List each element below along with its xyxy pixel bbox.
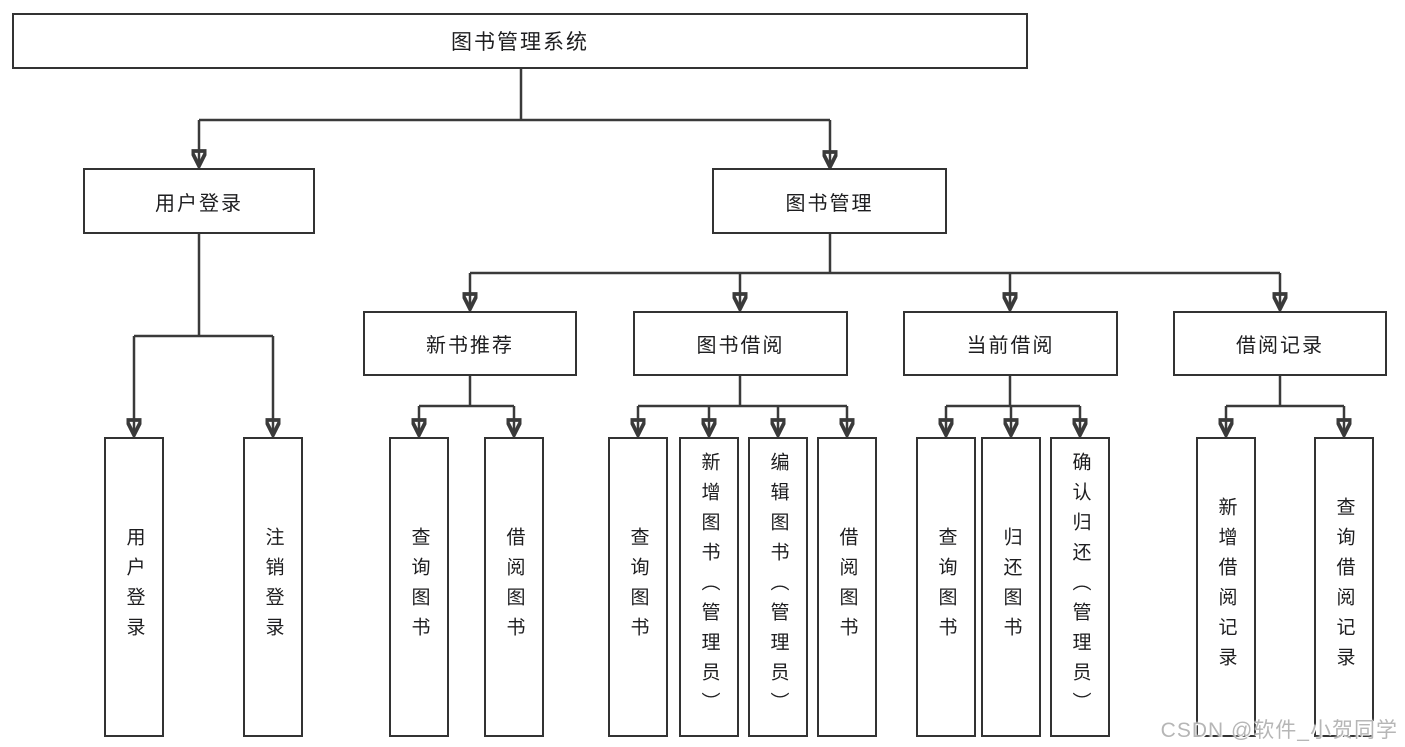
node-current-borrow-label: 当前借阅 bbox=[966, 335, 1055, 357]
node-book-management-label: 图书管理 bbox=[785, 192, 874, 215]
node-user-login-label: 用户登录 bbox=[155, 192, 243, 215]
leaf-user-login: 用户登录 bbox=[104, 437, 164, 737]
leaf-current-return-books-label: 归还图书 bbox=[1000, 527, 1022, 647]
leaf-borrow-edit-books-admin-label: 编辑图书（管理员） bbox=[767, 452, 789, 722]
leaf-current-query-books: 查询图书 bbox=[916, 437, 976, 737]
node-borrow-records-label: 借阅记录 bbox=[1236, 335, 1324, 357]
node-book-management: 图书管理 bbox=[712, 168, 947, 234]
node-book-borrow: 图书借阅 bbox=[633, 311, 848, 376]
csdn-watermark: CSDN @软件_小贺同学 bbox=[1160, 719, 1398, 742]
leaf-borrow-edit-books-admin: 编辑图书（管理员） bbox=[748, 437, 808, 737]
leaf-records-add-record: 新增借阅记录 bbox=[1196, 437, 1256, 737]
leaf-records-query-record: 查询借阅记录 bbox=[1314, 437, 1374, 737]
leaf-current-query-books-label: 查询图书 bbox=[935, 527, 957, 647]
leaf-logout-label: 注销登录 bbox=[262, 527, 284, 647]
leaf-recommend-borrow-books-label: 借阅图书 bbox=[503, 527, 525, 647]
leaf-records-add-record-label: 新增借阅记录 bbox=[1215, 497, 1237, 677]
node-new-book-recommend: 新书推荐 bbox=[363, 311, 577, 376]
node-borrow-records: 借阅记录 bbox=[1173, 311, 1387, 376]
node-book-borrow-label: 图书借阅 bbox=[696, 335, 785, 357]
node-new-book-recommend-label: 新书推荐 bbox=[426, 335, 514, 357]
leaf-borrow-query-books: 查询图书 bbox=[608, 437, 668, 737]
node-root-label: 图书管理系统 bbox=[451, 31, 589, 54]
leaf-recommend-borrow-books: 借阅图书 bbox=[484, 437, 544, 737]
leaf-recommend-query-books-label: 查询图书 bbox=[408, 527, 430, 647]
leaf-records-query-record-label: 查询借阅记录 bbox=[1333, 497, 1355, 677]
node-root: 图书管理系统 bbox=[12, 13, 1028, 69]
leaf-borrow-borrow-books: 借阅图书 bbox=[817, 437, 877, 737]
leaf-current-confirm-return-admin: 确认归还（管理员） bbox=[1050, 437, 1110, 737]
leaf-borrow-query-books-label: 查询图书 bbox=[627, 527, 649, 647]
leaf-borrow-add-books-admin-label: 新增图书（管理员） bbox=[698, 452, 720, 722]
leaf-current-confirm-return-admin-label: 确认归还（管理员） bbox=[1069, 452, 1091, 722]
leaf-borrow-add-books-admin: 新增图书（管理员） bbox=[679, 437, 739, 737]
node-user-login: 用户登录 bbox=[83, 168, 315, 234]
leaf-borrow-borrow-books-label: 借阅图书 bbox=[836, 527, 858, 647]
leaf-logout: 注销登录 bbox=[243, 437, 303, 737]
leaf-user-login-label: 用户登录 bbox=[123, 527, 145, 647]
leaf-current-return-books: 归还图书 bbox=[981, 437, 1041, 737]
leaf-recommend-query-books: 查询图书 bbox=[389, 437, 449, 737]
node-current-borrow: 当前借阅 bbox=[903, 311, 1118, 376]
